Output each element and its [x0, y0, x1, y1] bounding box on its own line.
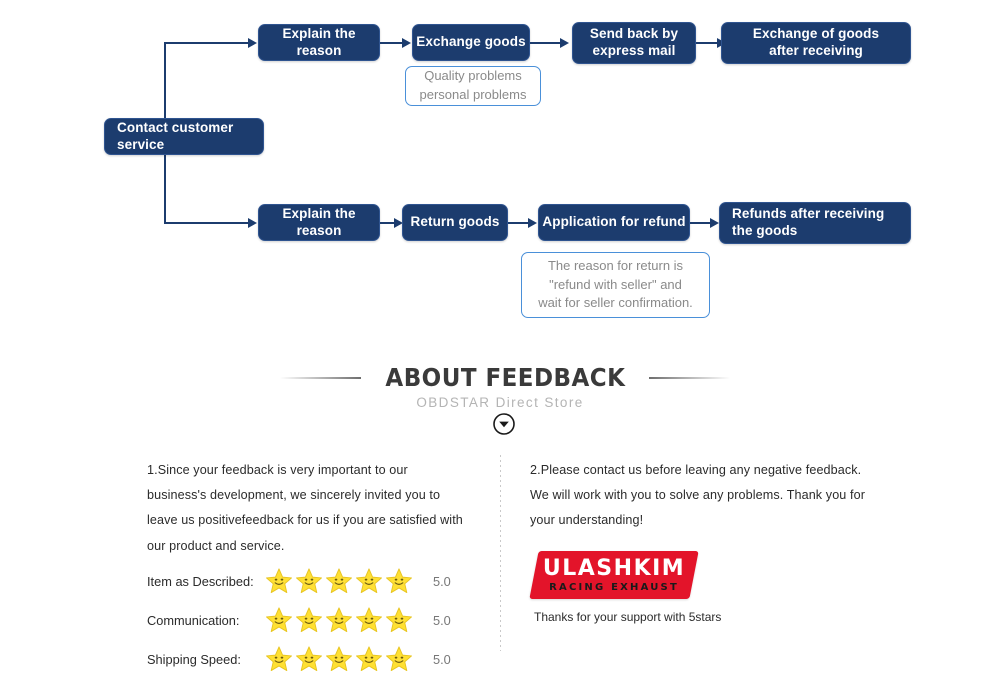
connector-refund-3-4 — [690, 222, 712, 224]
star-icon — [296, 568, 322, 594]
star-icon — [326, 646, 352, 672]
rating-label: Shipping Speed: — [147, 651, 241, 667]
logo-brand-name: ULASHKIM — [542, 555, 686, 581]
logo-inner: ULASHKIM RACING EXHAUST — [542, 555, 686, 593]
connector-bottom-branch — [164, 222, 250, 224]
star-icon — [266, 607, 292, 633]
flow-box-explain-the-reason-exchange[interactable]: Explain the reason — [258, 24, 380, 61]
star-icon — [265, 567, 293, 595]
flow-box-application-for-refund[interactable]: Application for refund — [538, 204, 690, 241]
column-divider — [500, 455, 501, 651]
star-icon — [325, 645, 353, 673]
flow-box-explain-the-reason-refund[interactable]: Explain the reason — [258, 204, 380, 241]
arrow-refund-1-2 — [394, 218, 403, 228]
star-icon — [386, 607, 412, 633]
feedback-paragraph-1: 1.Since your feedback is very important … — [147, 463, 463, 553]
note-refund-reason: The reason for return is "refund with se… — [521, 252, 710, 318]
logo-tagline: RACING EXHAUST — [549, 581, 679, 593]
star-icon — [385, 645, 413, 673]
rating-row-communication: Communication: 5.0 — [147, 605, 477, 635]
star-icon — [386, 568, 412, 594]
connector-exchange-2-3 — [530, 42, 562, 44]
star-icon — [266, 646, 292, 672]
flow-box-exchange-goods[interactable]: Exchange goods — [412, 24, 530, 61]
flow-box-label: Refunds after receiving the goods — [732, 206, 885, 238]
star-icon — [265, 606, 293, 634]
brand-logo: ULASHKIM RACING EXHAUST — [529, 551, 699, 599]
arrow-exchange-1-2 — [402, 38, 411, 48]
page-title: ABOUT FEEDBACK — [385, 363, 625, 392]
arrow-exchange-2-3 — [560, 38, 569, 48]
star-icon — [266, 568, 292, 594]
star-icon — [296, 607, 322, 633]
connector-refund-2-3 — [508, 222, 530, 224]
arrow-refund-2-3 — [528, 218, 537, 228]
flow-box-label: Application for refund — [542, 214, 686, 230]
rating-value: 5.0 — [433, 651, 451, 667]
note-text: Quality problems personal problems — [419, 68, 527, 102]
note-exchange-reasons: Quality problems personal problems — [405, 66, 541, 106]
connector-top-branch — [164, 42, 250, 44]
flow-box-refunds-after-receiving-the-goods[interactable]: Refunds after receiving the goods — [719, 202, 911, 244]
arrow-to-top-explain — [248, 38, 257, 48]
rating-value: 5.0 — [433, 612, 451, 628]
star-icon — [296, 646, 322, 672]
store-name: OBDSTAR Direct Store — [416, 395, 584, 410]
star-icon — [325, 606, 353, 634]
logo-shape: ULASHKIM RACING EXHAUST — [529, 551, 699, 599]
chevron-down-circle-icon[interactable] — [492, 412, 516, 436]
flow-box-label: Exchange of goods after receiving — [752, 26, 880, 58]
rating-label: Item as Described: — [147, 573, 254, 589]
rating-row-item-as-described: Item as Described: 5.0 — [147, 566, 477, 596]
star-icon — [295, 606, 323, 634]
divider-rule-right — [649, 376, 730, 379]
star-icon — [295, 645, 323, 673]
star-icon — [265, 645, 293, 673]
star-icon — [355, 645, 383, 673]
star-icon — [326, 568, 352, 594]
flow-box-contact-customer-service[interactable]: Contact customer service — [104, 118, 264, 155]
support-thanks-text: Thanks for your support with 5stars — [534, 610, 722, 624]
star-icon — [326, 607, 352, 633]
feedback-left-column: 1.Since your feedback is very important … — [147, 458, 467, 559]
return-policy-flowchart: Contact customer service Explain the rea… — [0, 0, 1000, 340]
feedback-paragraph-2: 2.Please contact us before leaving any n… — [530, 463, 866, 528]
star-rating-item-as-described — [265, 567, 425, 595]
rating-value: 5.0 — [433, 573, 451, 589]
flow-box-label: Explain the reason — [282, 205, 356, 238]
connector-exchange-3-4 — [696, 42, 720, 44]
star-icon — [385, 606, 413, 634]
flow-box-label: Send back by express mail — [589, 26, 679, 58]
connector-refund-1-2 — [380, 222, 396, 224]
star-icon — [325, 567, 353, 595]
flow-box-label: Explain the reason — [282, 25, 356, 58]
about-feedback-header: ABOUT FEEDBACK OBDSTAR Direct Store — [0, 355, 1000, 440]
star-icon — [356, 568, 382, 594]
flow-box-label: Return goods — [410, 214, 500, 230]
divider-rule-left — [280, 376, 361, 379]
star-icon — [356, 607, 382, 633]
flow-box-label: Contact customer service — [117, 119, 234, 152]
flow-box-return-goods[interactable]: Return goods — [402, 204, 508, 241]
star-icon — [356, 646, 382, 672]
note-text: The reason for return is "refund with se… — [538, 257, 693, 311]
star-icon — [295, 567, 323, 595]
rating-row-shipping-speed: Shipping Speed: 5.0 — [147, 644, 477, 674]
flow-box-exchange-of-goods-after-receiving[interactable]: Exchange of goods after receiving — [721, 22, 911, 64]
feedback-title-row: ABOUT FEEDBACK — [280, 363, 730, 392]
star-icon — [385, 567, 413, 595]
flow-box-send-back-by-express-mail[interactable]: Send back by express mail — [572, 22, 696, 64]
arrow-to-bottom-explain — [248, 218, 257, 228]
rating-label: Communication: — [147, 612, 240, 628]
flow-box-label: Exchange goods — [416, 34, 526, 50]
connector-exchange-1-2 — [380, 42, 404, 44]
ratings-list: Item as Described: 5.0 Communication: 5.… — [147, 566, 477, 683]
star-rating-communication — [265, 606, 425, 634]
star-icon — [386, 646, 412, 672]
star-icon — [355, 567, 383, 595]
feedback-right-column: 2.Please contact us before leaving any n… — [530, 458, 875, 534]
star-rating-shipping-speed — [265, 645, 425, 673]
star-icon — [355, 606, 383, 634]
arrow-refund-3-4 — [710, 218, 719, 228]
